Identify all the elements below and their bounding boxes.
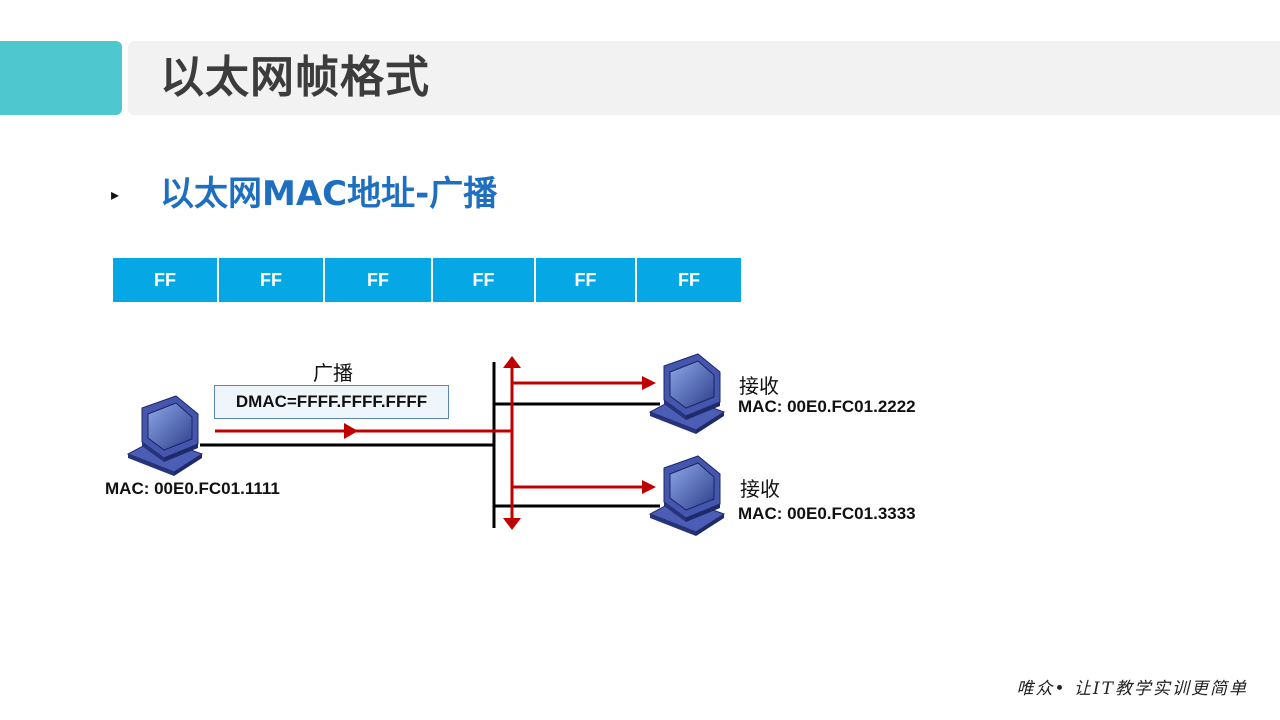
page-title: 以太网帧格式	[160, 52, 430, 103]
destination-mac-box: DMAC=FFFF.FFFF.FFFF	[214, 385, 449, 419]
title-accent-bar	[0, 41, 122, 115]
address-byte-3: FF	[325, 258, 433, 302]
signal-arrow-icon	[344, 423, 358, 439]
receiver-2-status: 接收	[740, 477, 780, 501]
address-byte-4: FF	[433, 258, 536, 302]
title-band	[128, 41, 1280, 115]
address-byte-5: FF	[536, 258, 637, 302]
receiver-1-status: 接收	[739, 374, 779, 398]
address-byte-1: FF	[113, 258, 219, 302]
receiver-2-mac-label: MAC: 00E0.FC01.3333	[738, 504, 916, 523]
arrow-right-icon	[642, 376, 656, 390]
computer-icon	[649, 353, 725, 435]
broadcast-label: 广播	[313, 361, 353, 385]
computer-icon	[649, 455, 725, 537]
sender-mac-label: MAC: 00E0.FC01.1111	[105, 479, 280, 498]
bullet-icon: ▸	[111, 185, 120, 204]
receiver-1-mac-label: MAC: 00E0.FC01.2222	[738, 397, 916, 416]
computer-icon	[127, 395, 203, 477]
address-byte-2: FF	[219, 258, 325, 302]
arrow-down-icon	[503, 518, 521, 530]
footer-slogan: 唯众• 让IT教学实训更简单	[1016, 679, 1248, 699]
arrow-right-icon	[642, 480, 656, 494]
mac-address-bytes: FF FF FF FF FF FF	[113, 258, 741, 302]
address-byte-6: FF	[637, 258, 741, 302]
arrow-up-icon	[503, 356, 521, 368]
section-heading: 以太网MAC地址-广播	[160, 174, 498, 214]
